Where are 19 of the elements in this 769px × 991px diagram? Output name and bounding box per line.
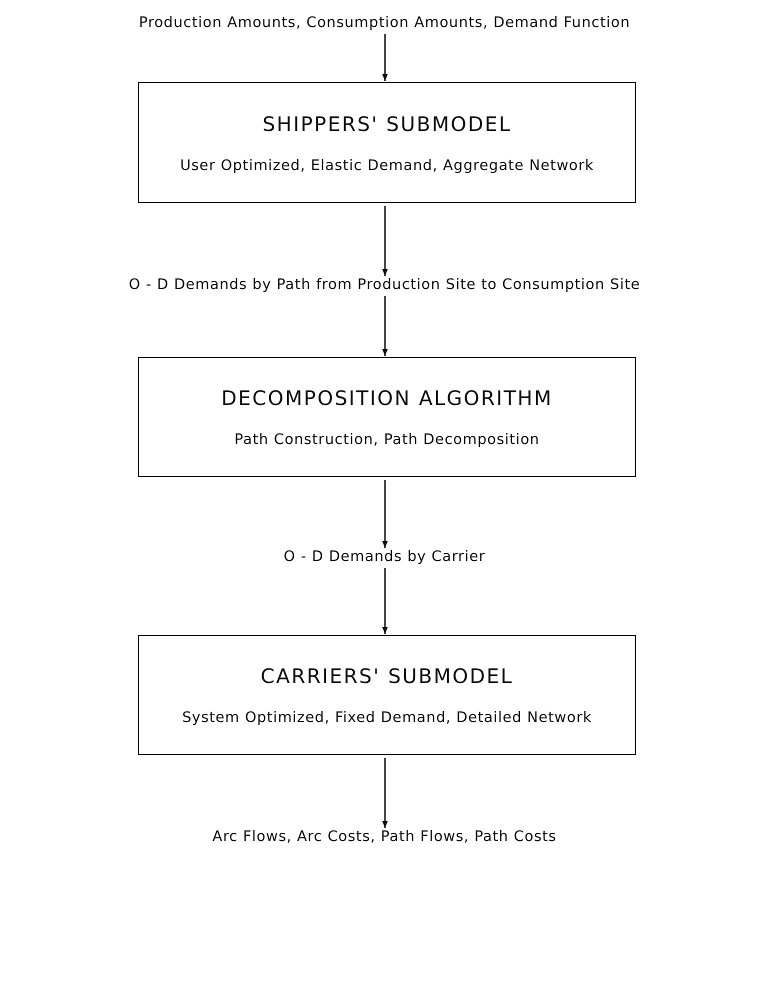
flow-label: Arc Flows, Arc Costs, Path Flows, Path Costs: [212, 829, 557, 845]
flow-label: O - D Demands by Path from Production Site to Consumption Site: [128, 277, 640, 293]
box-heading: DECOMPOSITION ALGORITHM: [221, 386, 553, 410]
arrow: [382, 34, 388, 81]
process-box: [138, 82, 636, 203]
arrow: [382, 206, 388, 276]
box-heading: CARRIERS' SUBMODEL: [260, 664, 514, 688]
flow-label: O - D Demands by Carrier: [284, 549, 486, 565]
box-heading: SHIPPERS' SUBMODEL: [262, 112, 512, 136]
arrow: [382, 480, 388, 548]
arrow: [382, 758, 388, 828]
process-box: [138, 357, 636, 477]
box-description: System Optimized, Fixed Demand, Detailed Network: [182, 710, 592, 726]
arrow: [382, 296, 388, 356]
arrow: [382, 568, 388, 634]
process-box: [138, 635, 636, 755]
flow-label: Production Amounts, Consumption Amounts, Demand Function: [138, 15, 630, 31]
box-description: Path Construction, Path Decomposition: [234, 432, 540, 448]
box-description: User Optimized, Elastic Demand, Aggregate Network: [180, 158, 594, 174]
